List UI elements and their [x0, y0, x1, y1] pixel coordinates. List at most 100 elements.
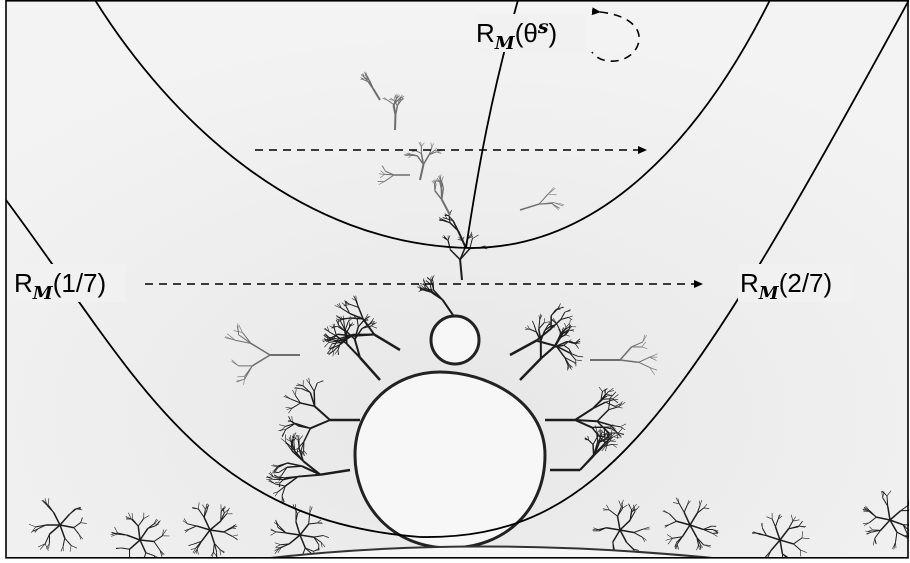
fractal-filament: [432, 180, 437, 185]
fractal-filament: [369, 318, 374, 325]
fractal-filament: [862, 522, 870, 525]
fractal-filament: [237, 375, 245, 378]
fractal-filament: [779, 539, 784, 554]
fractal-filament: [193, 540, 202, 545]
fractal-filament: [633, 504, 636, 512]
fractal-filament: [131, 518, 139, 527]
fractal-filament: [430, 280, 435, 291]
fractal-filament: [618, 402, 626, 407]
fractal-filament: [197, 548, 199, 555]
fractal-filament: [555, 308, 561, 311]
fractal-filament: [593, 445, 604, 457]
fractal-filament: [886, 495, 889, 507]
rotation-loop-icon: [591, 7, 640, 62]
fractal-filament: [587, 436, 589, 441]
fractal-filament: [270, 529, 277, 533]
fractal-filament: [628, 504, 632, 511]
fractal-filament: [396, 94, 399, 100]
fractal-filament: [279, 543, 290, 549]
fractal-filament: [364, 71, 367, 76]
svg-text:RM(1/7): RM(1/7): [14, 268, 106, 304]
fractal-filament: [529, 328, 537, 333]
fractal-filament: [603, 430, 606, 436]
fractal-filament: [192, 547, 197, 553]
fractal-filament: [459, 248, 471, 261]
fractal-filament: [68, 508, 77, 515]
fractal-filament: [298, 473, 321, 478]
fractal-filament: [619, 346, 633, 361]
fractal-filament: [28, 523, 36, 528]
fractal-filament: [438, 180, 442, 185]
fractal-filament: [289, 435, 292, 442]
fractal-filament: [355, 300, 359, 308]
fractal-filament: [434, 183, 437, 191]
fractal-filament: [313, 405, 331, 421]
fractal-filament: [371, 321, 375, 327]
fractal-filament: [231, 524, 237, 529]
fractal-filament: [599, 430, 601, 436]
fractal-filament: [703, 504, 708, 509]
fractal-filament: [288, 407, 293, 414]
fractal-filament: [243, 376, 246, 385]
fractal-filament: [558, 328, 561, 333]
fractal-filament: [649, 367, 655, 375]
label-top: RM(θs): [476, 14, 586, 54]
fractal-filament: [338, 302, 342, 309]
fractal-filament: [667, 538, 673, 545]
fractal-filament: [677, 498, 680, 504]
fractal-filament: [336, 316, 342, 320]
fractal-filament: [800, 549, 808, 553]
fractal-filament: [641, 341, 646, 348]
fractal-filament: [399, 98, 404, 101]
fractal-filament: [39, 543, 46, 550]
fractal-filament: [390, 97, 395, 101]
fractal-filament: [332, 350, 334, 357]
fractal-filament: [598, 527, 607, 532]
fractal-filament: [618, 500, 622, 508]
fractal-filament: [69, 545, 72, 552]
fractal-filament: [449, 222, 459, 232]
fractal-filament: [868, 516, 877, 524]
fractal-filament: [544, 326, 551, 331]
fractal-filament: [592, 437, 598, 445]
fractal-filament: [273, 522, 279, 526]
fractal-filament: [285, 438, 292, 442]
fractal-filament: [324, 342, 329, 348]
fractal-filament: [230, 524, 235, 529]
fractal-filament: [278, 476, 286, 479]
fractal-filament: [420, 141, 422, 147]
fractal-filament: [393, 104, 397, 116]
fractal-filament: [274, 542, 281, 545]
fractal-filament: [303, 427, 312, 442]
fractal-filament: [565, 330, 570, 336]
fractal-filament: [351, 298, 356, 301]
fractal-filament: [538, 328, 542, 341]
fractal-filament: [334, 349, 339, 355]
fractal-filament: [564, 356, 573, 362]
fractal-filament: [902, 524, 909, 532]
fractal-filament: [565, 334, 570, 337]
fractal-filament: [302, 385, 311, 393]
fractal-filament: [320, 468, 351, 476]
fractal-filament: [606, 432, 610, 439]
fractal-filament: [238, 324, 243, 333]
fractal-filament: [323, 337, 329, 343]
fractal-filament: [703, 529, 713, 534]
fractal-filament: [538, 322, 545, 330]
fractal-filament: [593, 528, 599, 532]
ray-lower-arc: [6, 0, 909, 538]
fractal-filament: [379, 174, 385, 179]
fractal-filament: [31, 526, 36, 533]
fractal-filament: [797, 521, 803, 528]
fractal-filament: [373, 333, 401, 352]
fractal-filament: [889, 519, 904, 526]
fractal-filament: [344, 300, 347, 307]
fractal-filament: [273, 476, 284, 481]
fractal-filament: [683, 504, 688, 513]
fractal-filament: [649, 353, 658, 358]
fractal-filament: [793, 537, 803, 545]
fractal-filament: [285, 475, 299, 479]
svg-text:RM(2/7): RM(2/7): [740, 268, 832, 304]
fractal-filament: [288, 534, 301, 545]
fractal-filament: [189, 525, 197, 530]
